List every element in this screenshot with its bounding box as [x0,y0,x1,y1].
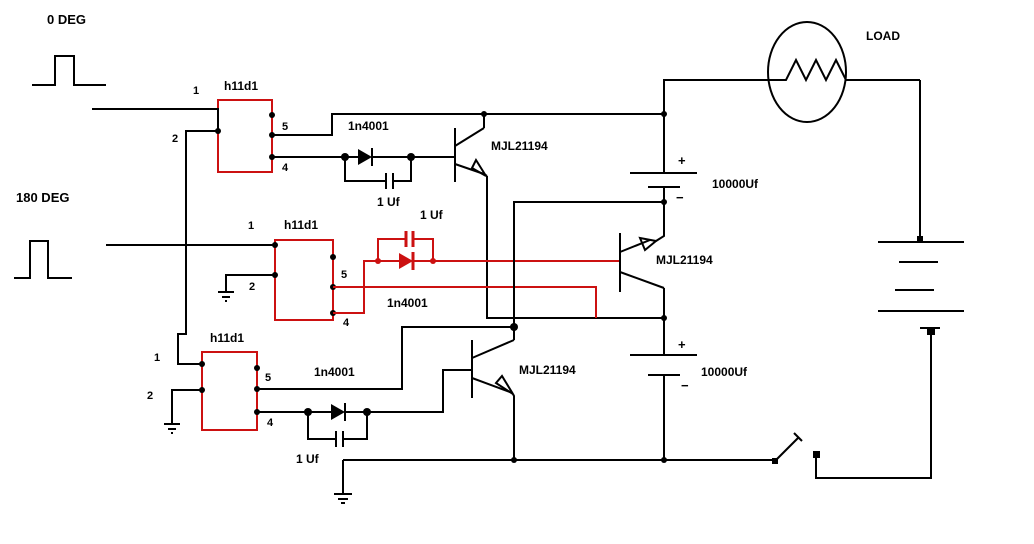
optoisolator-1-pin5-label: 5 [282,121,288,133]
capacitor-1uf-top [344,157,412,189]
transistor-q3-label: MJL21194 [519,363,576,377]
capacitor-10000uf-top: + − 10000Uf [630,153,759,205]
optoisolator-1: h11d1 1 2 5 4 [172,79,289,174]
battery [815,80,964,479]
optoisolator-3-label: h11d1 [210,331,244,345]
optoisolator-2-pin1-label: 1 [248,220,254,232]
driver-stage-top: 1n4001 1 Uf [272,113,484,209]
ground-symbol-opto2 [218,291,234,302]
capacitor-bottom-label: 1 Uf [296,452,320,466]
optoisolator-2-label: h11d1 [284,218,318,232]
diode-top [345,148,411,166]
capacitor-top-label: 1 Uf [377,195,401,209]
pulse-waveform-180deg: 180 DEG [14,190,72,279]
driver-stage-bottom: 1n4001 1 Uf [257,326,514,466]
diode-bottom [308,403,367,421]
capacitor-middle-label: 1 Uf [420,208,444,222]
optoisolator-3-pin1-label: 1 [154,352,160,364]
capacitor-10000uf-bottom-label: 10000Uf [701,365,748,379]
diode-top-label: 1n4001 [348,119,389,133]
capacitor-top-plus: + [678,153,686,168]
transistor-q2-label: MJL21194 [656,253,713,267]
capacitor-bottom-plus: + [678,337,686,352]
optoisolator-3-pin2-label: 2 [147,390,153,402]
optoisolator-3-body [201,351,258,431]
optoisolator-3: h11d1 1 2 5 4 [147,331,274,431]
capacitor-bottom-minus: − [681,378,689,393]
diode-middle [364,252,620,270]
transistor-q3: MJL21194 [471,327,576,460]
diode-bottom-label: 1n4001 [314,365,355,379]
capacitor-10000uf-bottom: + − 10000Uf [630,337,748,393]
transistor-q2: MJL21194 [619,202,713,318]
diode-middle-label: 1n4001 [387,296,428,310]
optoisolator-1-body [217,99,273,173]
optoisolator-2-pin5-label: 5 [341,269,347,281]
driver-stage-middle: 1n4001 1 Uf [333,208,620,318]
optoisolator-2-pin2-label: 2 [249,281,255,293]
optoisolator-1-label: h11d1 [224,79,258,93]
capacitor-top-minus: − [676,190,684,205]
switch [772,432,820,464]
capacitor-10000uf-top-label: 10000Uf [712,177,759,191]
capacitor-1uf-middle [377,231,434,261]
optoisolator-1-pin2-label: 2 [172,133,178,145]
phase-0-label: 0 DEG [47,12,86,27]
optoisolator-1-pin1-label: 1 [193,85,199,97]
optoisolator-3-pin4-label: 4 [267,417,274,429]
phase-180-label: 180 DEG [16,190,69,205]
pulse-waveform-0deg: 0 DEG [32,12,106,86]
optoisolator-3-pin5-label: 5 [265,372,271,384]
ground-symbol-opto3 [164,423,180,434]
transistor-q1: MJL21194 [454,114,548,182]
ground-symbol-main [334,460,352,504]
transistor-q1-label: MJL21194 [491,139,548,153]
optoisolator-2-body [274,239,334,321]
input-wiring [92,108,275,424]
optoisolator-2-pin4-label: 4 [343,317,350,329]
optoisolator-1-pin4-label: 4 [282,162,289,174]
load-bulb: LOAD [767,21,920,123]
power-rail [343,79,776,463]
capacitor-1uf-bottom [307,412,368,447]
load-label: LOAD [866,29,900,43]
